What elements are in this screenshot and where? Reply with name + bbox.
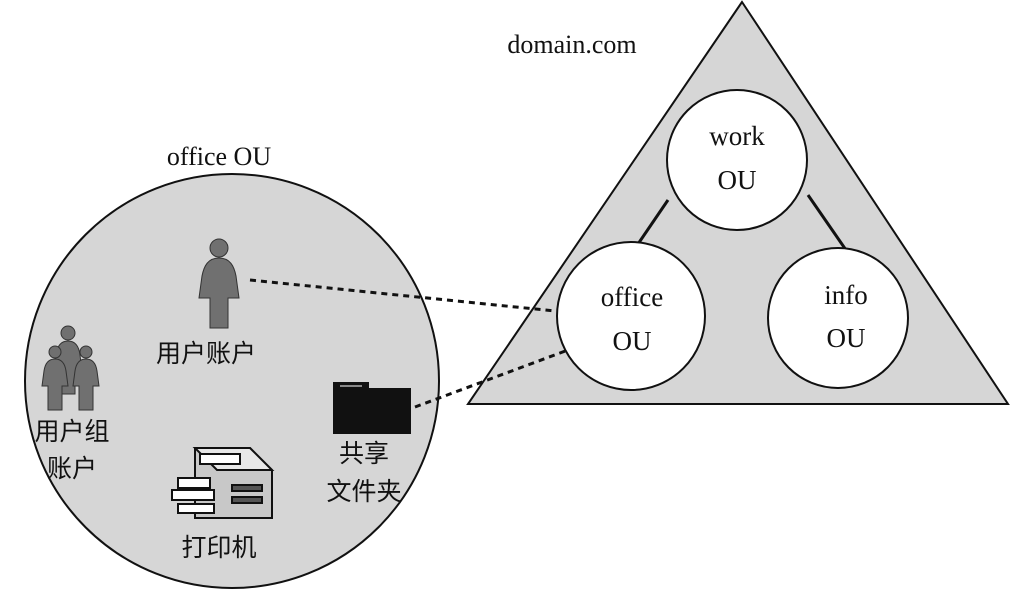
user-group-label-line2: 账户 [47, 454, 97, 483]
printer-icon [171, 447, 275, 519]
office-ou-label: office OU [167, 142, 271, 171]
ou-node-office-line2: OU [613, 326, 652, 356]
ou-node-work: work OU [666, 89, 808, 231]
ou-node-info-line2: OU [827, 323, 866, 353]
mapping-line-user [249, 278, 556, 313]
office-ou-detail-circle [24, 173, 440, 589]
tree-link-work-office [636, 199, 670, 245]
tree-link-work-info [806, 194, 848, 251]
ou-node-work-line2: OU [718, 165, 757, 195]
user-group-label-line1: 用户组 [34, 417, 109, 446]
user-account-icon [198, 238, 240, 329]
ou-node-work-line1: work [709, 121, 765, 151]
shared-folder-label-line2: 文件夹 [326, 477, 401, 506]
user-group-icon [41, 325, 100, 411]
ou-node-office-line1: office [601, 282, 663, 312]
user-account-label: 用户账户 [156, 339, 256, 368]
ou-node-info: info OU [767, 247, 909, 389]
ou-node-office: office OU [556, 241, 706, 391]
domain-label: domain.com [507, 30, 636, 59]
ou-node-info-line1: info [824, 280, 868, 310]
shared-folder-icon [333, 382, 411, 434]
shared-folder-label-line1: 共享 [339, 439, 389, 468]
mapping-line-folder [414, 348, 569, 409]
printer-label: 打印机 [181, 533, 256, 562]
